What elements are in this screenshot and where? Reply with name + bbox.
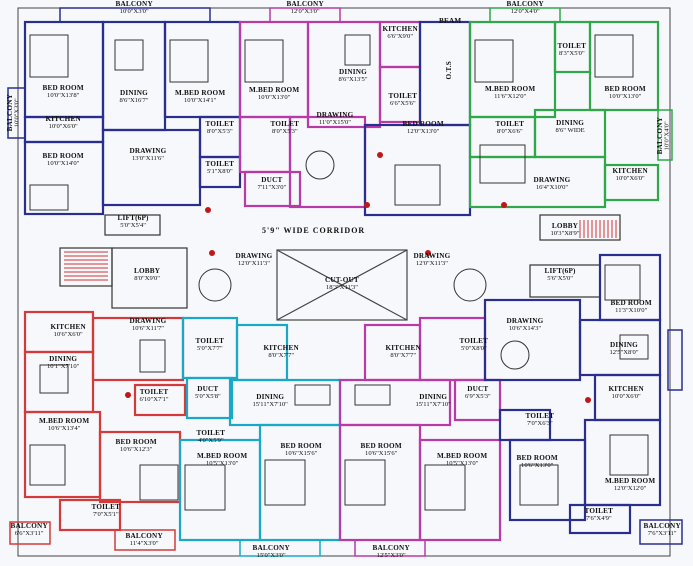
unit-bottom-left — [9, 310, 187, 551]
stair-left — [64, 251, 108, 281]
unit-top-right — [468, 7, 673, 209]
door-markers — [125, 152, 591, 403]
unit-bottom-mid-left — [178, 316, 342, 557]
stair-right — [579, 220, 617, 238]
unit-bottom-right — [483, 253, 683, 545]
core-area — [59, 214, 621, 309]
furniture — [29, 34, 649, 511]
corridor-label: 5'9" WIDE CORRIDOR — [262, 226, 366, 235]
unit-top-left — [7, 7, 242, 216]
cutout — [276, 249, 408, 321]
unit-top-mid — [238, 7, 422, 209]
unit-bottom-mid-right — [338, 316, 502, 557]
